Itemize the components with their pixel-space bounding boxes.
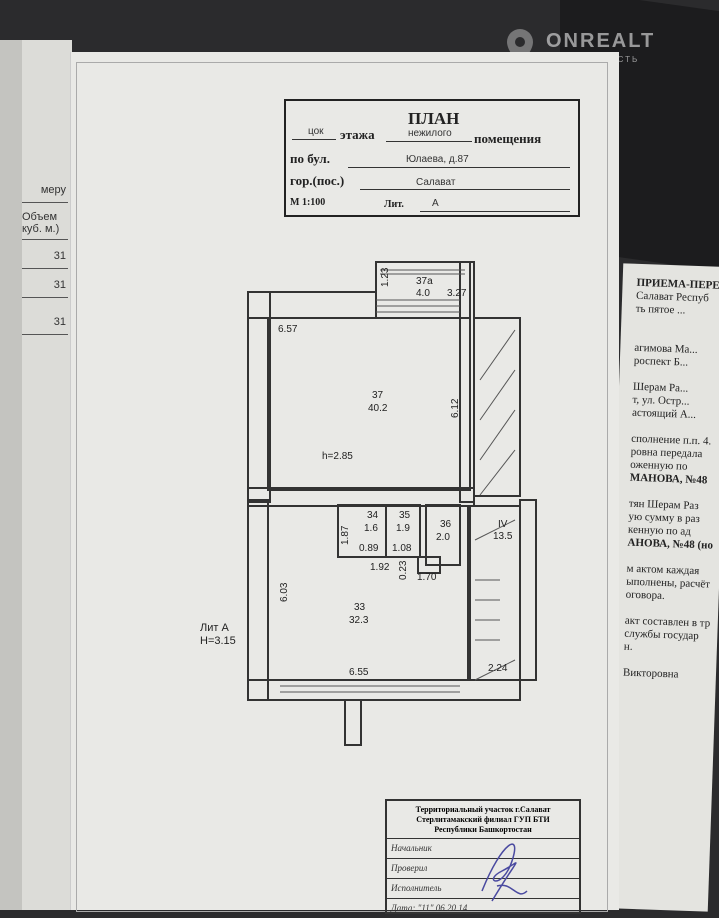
building-height: H=3.15 (200, 635, 236, 647)
left-cell: 31 (22, 240, 68, 269)
title-block: ПЛАН цок этажа нежилого помещения по бул… (284, 99, 580, 217)
room-36-area: 2.0 (436, 532, 450, 543)
plan-sheet (70, 52, 619, 910)
windows-and-stairs (280, 269, 516, 693)
room-34-area: 1.6 (364, 523, 378, 534)
watermark-brand: ONREALT (546, 30, 656, 52)
ceiling-height: h=2.85 (322, 451, 353, 462)
city-label: гор.(пос.) (290, 173, 345, 188)
room-33-number: 33 (354, 602, 366, 613)
room-37-number: 37 (372, 390, 384, 401)
dim-1-70: 1.70 (417, 572, 437, 583)
left-page-edge (0, 40, 22, 910)
room-iv-number: IV (498, 519, 508, 530)
type-value: нежилого (408, 128, 452, 139)
room-37a-number: 37a (416, 276, 433, 287)
stamp-header-line: Республики Башкортостан (434, 825, 532, 834)
walls (247, 261, 537, 746)
room-iv-area: 13.5 (493, 531, 513, 542)
dim-1-92: 1.92 (370, 562, 390, 573)
bti-stamp: Территориальный участок г.Салават Стерли… (385, 799, 581, 914)
street-value: Юлаева, д.87 (406, 154, 469, 165)
floor-label: этажа (340, 127, 375, 142)
col-header-2: куб. м.) (22, 223, 60, 235)
dim-6-57: 6.57 (278, 324, 298, 335)
room-35-number: 35 (399, 510, 411, 521)
left-header: меру (22, 168, 68, 203)
dim-0-89: 0.89 (359, 543, 379, 554)
left-cell: 31 (22, 269, 68, 298)
city-value: Салават (416, 177, 456, 188)
floor-value: цок (308, 126, 324, 137)
stamp-header-line: Стерлитамакский филиал ГУП БТИ (416, 815, 550, 824)
lit-label: Лит. (384, 199, 404, 210)
stamp-header-line: Территориальный участок г.Салават (415, 805, 551, 814)
building-letter: Лит А H=3.15 (200, 622, 236, 648)
dim-6-12: 6.12 (450, 398, 461, 418)
stamp-row-checked: Проверил (387, 859, 579, 879)
dim-1-08: 1.08 (392, 543, 412, 554)
left-cell: 31 (22, 298, 68, 335)
street-label: по бул. (290, 151, 330, 166)
dim-2-24: 2.24 (488, 663, 508, 674)
scale: М 1:100 (290, 197, 326, 208)
room-36-number: 36 (440, 519, 452, 530)
room-35-area: 1.9 (396, 523, 410, 534)
stamp-row-executor: Исполнитель (387, 879, 579, 899)
stamp-header: Территориальный участок г.Салават Стерли… (387, 801, 579, 839)
dim-1-23: 1.23 (380, 267, 391, 287)
plan-title: ПЛАН (408, 109, 460, 128)
room-37-area: 40.2 (368, 403, 388, 414)
dim-1-87: 1.87 (340, 525, 351, 545)
dim-0-23: 0.23 (398, 560, 409, 580)
stamp-row-date: Дата: "11" 06 20 14 (391, 903, 468, 913)
dim-3-27: 3.27 (447, 288, 467, 299)
lit-value: А (432, 198, 439, 209)
stamp-row-head: Начальник (387, 839, 579, 859)
col-header-1: Объем (22, 211, 58, 223)
type-label: помещения (474, 131, 542, 146)
dim-6-55: 6.55 (349, 667, 369, 678)
lit-a: Лит А (200, 622, 229, 634)
room-34-number: 34 (367, 510, 379, 521)
signature (481, 843, 528, 902)
room-37a-area: 4.0 (416, 288, 430, 299)
room-33-area: 32.3 (349, 615, 369, 626)
dim-6-03: 6.03 (279, 582, 290, 602)
